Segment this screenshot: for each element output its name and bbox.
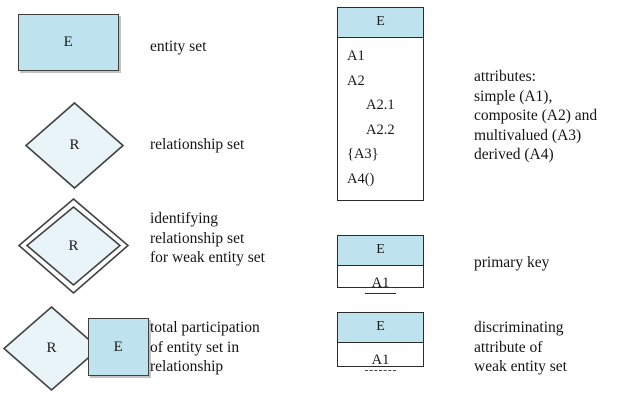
discriminating-attribute-caption: discriminating attribute of weak entity … [474, 319, 567, 375]
identifying-relationship-set-caption: identifying relationship set for weak en… [150, 210, 265, 266]
identifying-relationship-set-double-diamond: R [17, 197, 130, 296]
inner-diamond-outline [25, 205, 122, 287]
primary-key-table-body: A1 [338, 266, 423, 300]
table-row: {A3} [347, 146, 379, 162]
attributes-table-body: A1 A2 A2.1 A2.2 {A3} A4() [338, 38, 423, 195]
relationship-set-caption: relationship set [150, 136, 245, 153]
primary-key-table-header: E [338, 236, 423, 266]
total-participation-caption: total participation of entity set in rel… [150, 319, 260, 375]
entity-set-caption: entity set [150, 38, 207, 55]
table-row: A1 [338, 348, 423, 373]
table-row: A1 [338, 271, 423, 296]
entity-set-label: E [63, 34, 74, 50]
entity-set-rectangle: E [18, 14, 119, 71]
discriminating-attribute-table-header: E [338, 313, 423, 343]
diamond-outline [24, 101, 125, 190]
relationship-set-diamond: R [24, 101, 125, 190]
table-row: A4() [347, 170, 375, 187]
diamond-outline [2, 305, 101, 392]
attributes-table-header: E [338, 8, 423, 38]
discriminating-attribute-table-body: A1 [338, 343, 423, 377]
primary-key-table: E A1 [337, 235, 424, 294]
discriminating-attribute-table: E A1 [337, 312, 424, 371]
discriminating-attribute-value: A1 [364, 352, 397, 371]
table-row: A1 [347, 48, 365, 64]
table-row: A2.2 [366, 121, 395, 138]
table-row: A2 [347, 72, 365, 89]
primary-key-attribute: A1 [364, 275, 397, 294]
total-participation-diamond: R [2, 305, 101, 392]
primary-key-caption: primary key [474, 254, 550, 271]
total-participation-entity-rectangle: E [88, 318, 149, 376]
attributes-table: E A1 A2 A2.1 A2.2 {A3} A4() [337, 7, 424, 201]
attributes-caption: attributes: simple (A1), composite (A2) … [474, 68, 598, 163]
total-participation-entity-label: E [113, 338, 124, 355]
table-row: A2.1 [366, 97, 395, 113]
